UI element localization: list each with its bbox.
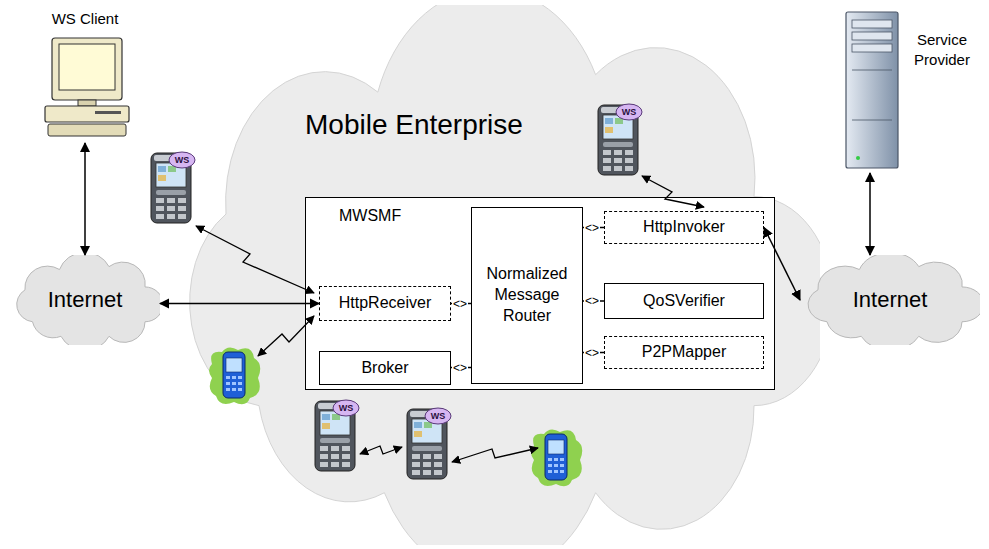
drawing-part [78,100,96,106]
ws-badge-label: WS [622,108,637,117]
drawing-part [852,44,892,52]
node-label: QoSVerifier [643,291,725,312]
node-label: WS Client [40,10,130,27]
drawing-part [852,120,892,121]
enterprise-cloud: Mobile EnterpriseMWSMF HttpReceiverBroker… [160,5,820,545]
wireless-link [196,226,314,293]
node-label: Service Provider [901,30,983,71]
ws-badge-label: WS [431,412,446,421]
drawing-part [852,70,892,71]
drawing-part [852,20,892,28]
ws-badge [616,104,642,120]
node-label: Internet [853,287,928,313]
drawing-part [852,32,892,40]
port-label: <> [584,222,600,234]
node-label: Internet [48,287,123,313]
ws-badges [169,104,642,424]
node-label: Mobile Enterprise [305,109,523,141]
node-label: HttpReceiver [339,293,431,314]
wireless-links [196,176,704,462]
connector [84,143,86,255]
wireless-link [452,448,538,462]
server-icon [846,12,898,168]
component-box: QoSVerifier [604,283,764,319]
ws-badge-label: WS [339,404,354,413]
drawing-part [846,12,898,168]
node-label: Normalized Message Router [477,264,577,326]
phone-icons [151,105,638,486]
ws-badge [425,408,451,424]
ws-badge [333,400,359,416]
computer-icon [45,38,129,136]
cloud-outline [190,5,820,545]
port-label: <> [584,295,600,307]
cloud-outline [17,255,160,345]
component-box: HttpInvoker [604,211,764,244]
node-label: MWSMF [339,207,401,225]
port-label: <> [452,362,468,374]
internet-cloud: Internet [10,255,160,345]
router-box: Normalized Message Router [471,207,583,384]
node-label: P2PMapper [642,342,727,363]
node-label: Broker [361,358,408,379]
ws-badge [169,152,195,168]
connector [764,228,800,301]
wireless-link [360,446,402,454]
drawing-part [52,38,122,100]
component-box: P2PMapper [604,336,764,369]
drawing-part [48,124,126,136]
wireless-link [642,176,704,207]
internet-cloud: Internet [800,255,980,345]
component-box: Broker [319,351,451,385]
framework-box: MWSMF HttpReceiverBroker Normalized Messag… [305,197,775,390]
cellphone-icon [209,347,260,404]
connector [160,303,319,305]
port-label: <> [452,298,468,310]
ws-badge-label: WS [175,156,190,165]
wireless-link [258,316,314,356]
connector [869,173,871,255]
drawing-part [45,106,129,122]
drawing-part [95,111,121,114]
cloud-outline [808,255,980,345]
component-box: HttpReceiver [319,286,451,321]
port-label: <> [584,347,600,359]
drawing-part [856,156,860,160]
cellphone-icon [531,429,582,486]
node-label: HttpInvoker [643,217,725,238]
drawing-part [59,44,115,90]
